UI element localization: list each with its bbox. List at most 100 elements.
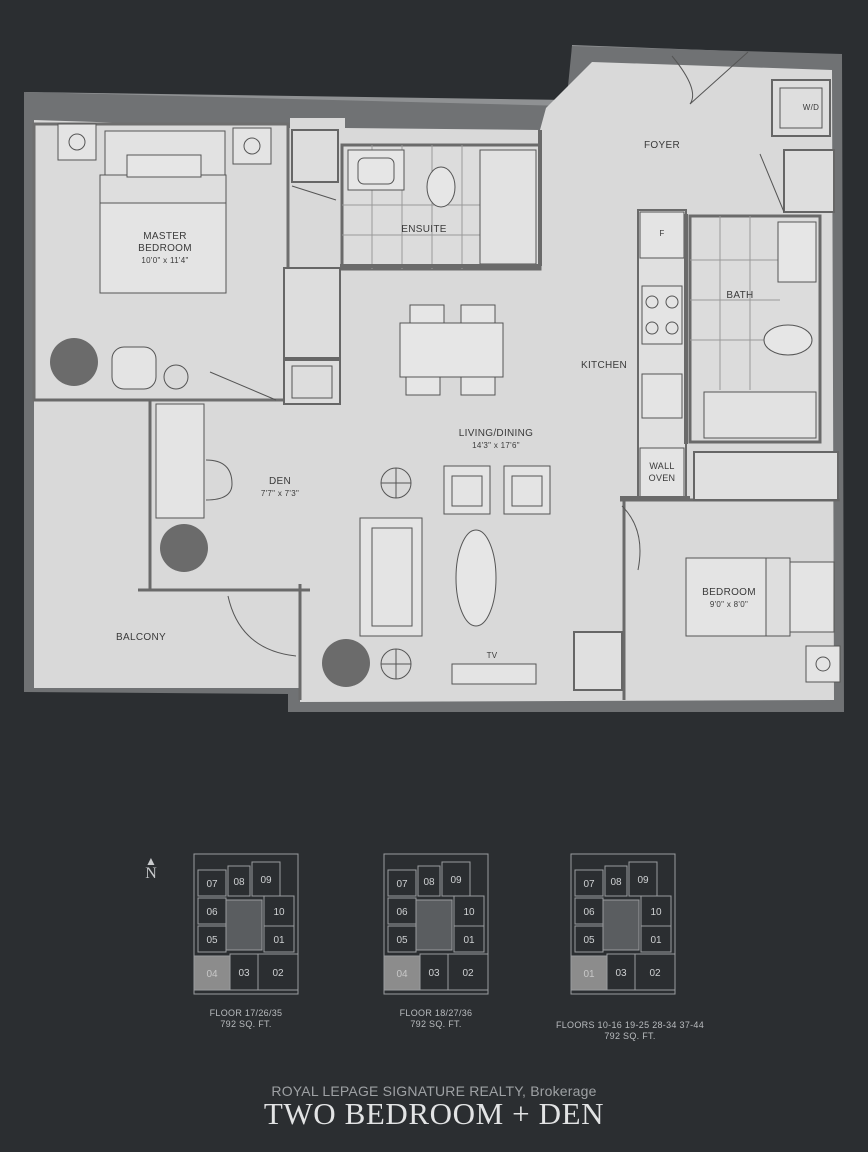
key-plan-unit xyxy=(257,953,299,991)
tv-label: TV xyxy=(486,651,498,660)
ensuite-vanity xyxy=(347,149,405,191)
ensuite-toilet xyxy=(426,166,456,208)
key-plan-outline xyxy=(383,853,489,995)
den-dims: 7'7" x 7'3" xyxy=(260,489,300,498)
dining-set xyxy=(399,304,504,396)
master-bedroom-room xyxy=(32,122,339,402)
foyer-closet xyxy=(783,149,835,213)
key-plan-1-floors: FLOOR 17/26/35 xyxy=(209,1008,283,1018)
key-plan-unit xyxy=(197,869,227,897)
nightstand-right xyxy=(232,127,272,165)
key-plan-unit-number: 01 xyxy=(583,969,595,980)
master-bedroom-name-1: MASTER xyxy=(143,231,187,242)
key-plan-3-floors: FLOORS 10-16 19-25 28-34 37-44 xyxy=(555,1020,705,1030)
key-plan-unit-number: 02 xyxy=(272,968,284,979)
key-plan-unit-number: 03 xyxy=(238,968,250,979)
balcony-area xyxy=(34,398,302,700)
bath-room xyxy=(688,214,822,444)
key-plan-unit-number: 02 xyxy=(649,968,661,979)
key-plan-unit xyxy=(570,955,608,991)
bedroom-wall-unit xyxy=(693,451,839,501)
key-plan-unit xyxy=(453,925,485,953)
key-plan-unit-number: 05 xyxy=(206,935,218,946)
ensuite-label: ENSUITE xyxy=(401,224,447,235)
key-plan-unit xyxy=(574,925,604,953)
fridge-label: F xyxy=(659,229,665,238)
sofa xyxy=(359,517,423,637)
wall-oven-name-2: OVEN xyxy=(648,473,676,483)
kitchen-label: KITCHEN xyxy=(581,360,627,371)
coffee-table xyxy=(455,529,497,627)
wall-oven-label: WALL OVEN xyxy=(640,460,684,484)
bath-label: BATH xyxy=(726,290,754,301)
key-plan-outline xyxy=(570,853,676,995)
key-plan-unit xyxy=(387,897,417,925)
key-plan-unit xyxy=(387,869,417,897)
round-side-table xyxy=(322,639,370,687)
key-plan-2-floors: FLOOR 18/27/36 xyxy=(399,1008,473,1018)
bedroom-room xyxy=(573,451,841,700)
key-plan-unit-number: 10 xyxy=(463,907,475,918)
key-plan-unit-number: 06 xyxy=(206,907,218,918)
bedroom-nightstand xyxy=(805,645,841,683)
kitchen-sink xyxy=(641,373,683,419)
key-plan-1-area: 792 SQ. FT. xyxy=(220,1019,272,1029)
key-plan-unit-number: 06 xyxy=(396,907,408,918)
foyer-room xyxy=(671,51,835,213)
key-plan-unit-number: 10 xyxy=(650,907,662,918)
plan-title: TWO BEDROOM + DEN xyxy=(263,1096,605,1131)
balcony-label: BALCONY xyxy=(116,632,166,643)
key-plan-unit xyxy=(447,953,489,991)
key-plan-1-caption: FLOOR 17/26/35 792 SQ. FT. xyxy=(176,1008,316,1030)
key-plan-unit-number: 07 xyxy=(396,879,408,890)
key-plan-unit-number: 04 xyxy=(206,969,218,980)
den-round-table xyxy=(160,524,208,572)
key-plan-unit xyxy=(574,897,604,925)
master-closet xyxy=(291,129,339,183)
living-dining-label: LIVING/DINING 14'3" x 17'6" xyxy=(446,428,546,452)
key-plan-unit xyxy=(634,953,676,991)
ensuite-shower xyxy=(479,149,537,265)
den-closet xyxy=(283,267,341,359)
den-desk xyxy=(155,403,205,519)
key-plan-unit-number: 01 xyxy=(463,935,475,946)
kitchen-counter xyxy=(637,209,687,501)
key-plan-unit xyxy=(197,925,227,953)
brokerage-watermark: ROYAL LEPAGE SIGNATURE REALTY, Brokerage xyxy=(271,1083,597,1099)
north-indicator: ▲ N xyxy=(141,855,161,882)
key-plan-unit-number: 08 xyxy=(233,877,245,888)
living-furniture xyxy=(322,465,551,687)
key-plan-unit xyxy=(197,897,227,925)
den-room xyxy=(138,400,310,592)
accent-chair-1 xyxy=(443,465,491,515)
fridge xyxy=(639,211,685,259)
living-dining-dims: 14'3" x 17'6" xyxy=(472,441,520,450)
key-plan-unit xyxy=(417,865,441,897)
key-plan-unit-number: 05 xyxy=(396,935,408,946)
key-plan-core xyxy=(602,899,640,951)
key-plan-unit xyxy=(383,955,421,991)
wd-label: W/D xyxy=(802,103,820,112)
master-bedroom-dims: 10'0" x 11'4" xyxy=(141,256,189,265)
key-plan-unit xyxy=(604,865,628,897)
key-plan-unit xyxy=(193,955,231,991)
ensuite-room xyxy=(340,143,542,271)
foyer-label: FOYER xyxy=(644,140,680,151)
key-plan-2-caption: FLOOR 18/27/36 792 SQ. FT. xyxy=(366,1008,506,1030)
key-plan-unit xyxy=(227,865,251,897)
key-plan-unit xyxy=(387,925,417,953)
floorplan-drawing xyxy=(24,45,844,712)
key-plan-unit-number: 08 xyxy=(423,877,435,888)
north-label: N xyxy=(145,865,157,882)
key-plan-unit-number: 03 xyxy=(615,968,627,979)
key-plan-unit-number: 06 xyxy=(583,907,595,918)
key-plan-unit xyxy=(574,869,604,897)
nightstand-left xyxy=(57,123,97,161)
key-plan-core xyxy=(225,899,263,951)
key-plan-unit xyxy=(640,925,672,953)
key-plan-outline xyxy=(193,853,299,995)
tv-console xyxy=(451,663,537,685)
key-plan-unit-number: 02 xyxy=(462,968,474,979)
